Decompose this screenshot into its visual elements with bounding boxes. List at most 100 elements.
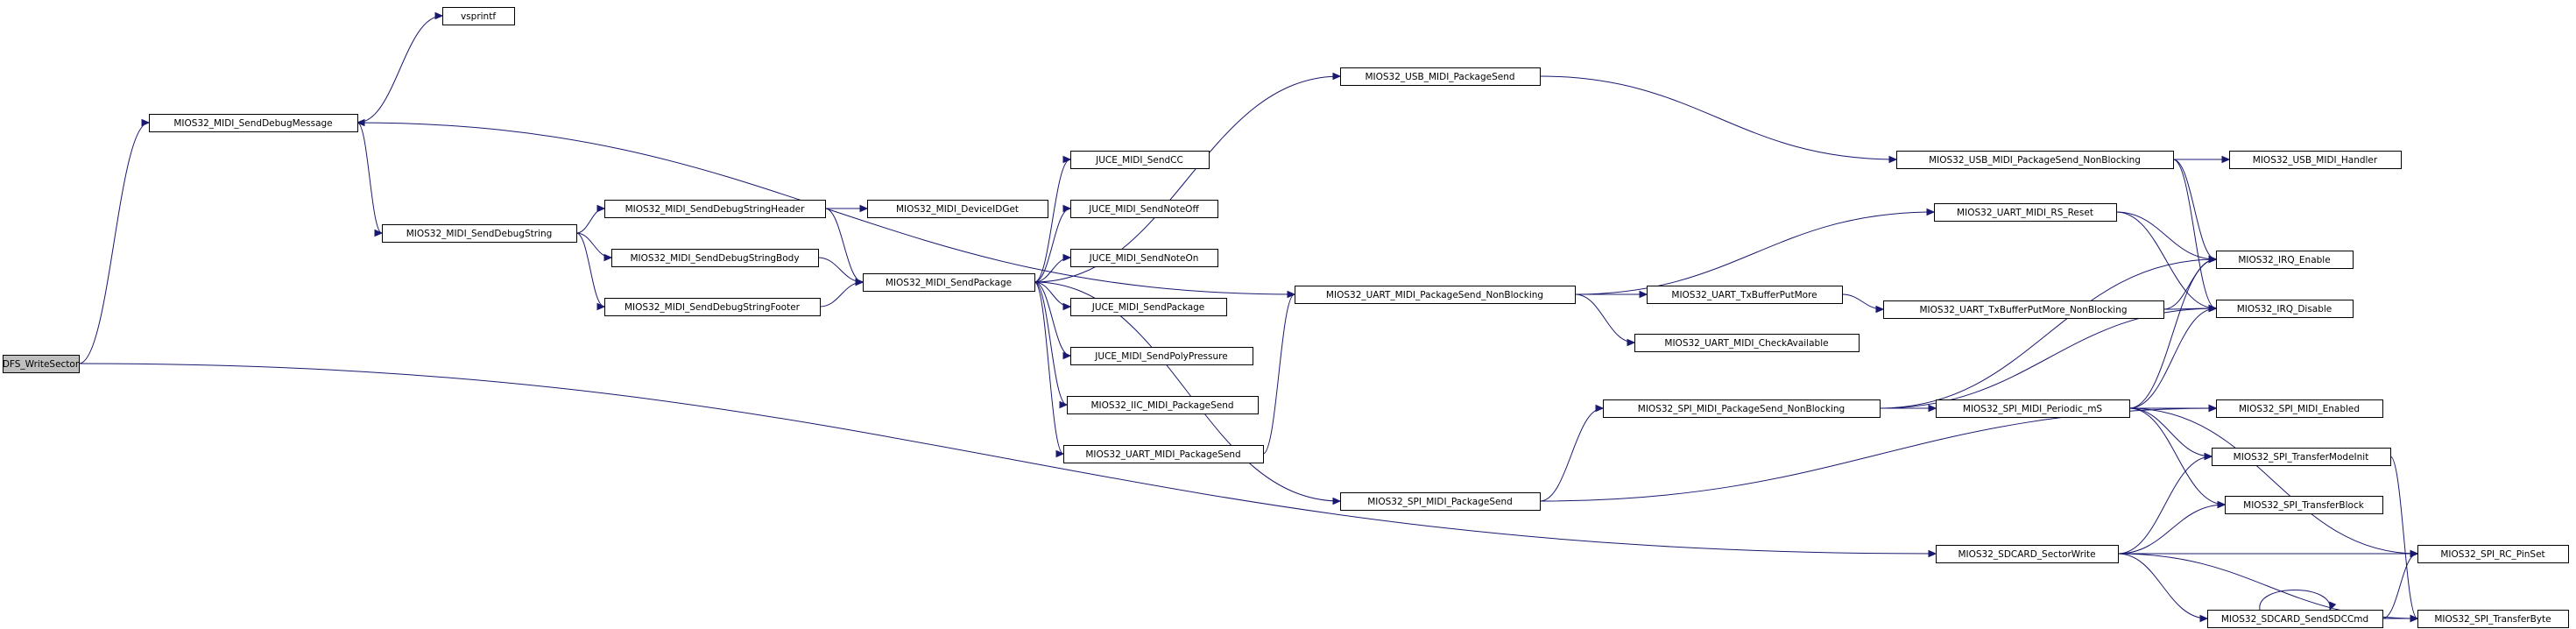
graph-node[interactable]: JUCE_MIDI_SendNoteOn bbox=[1070, 249, 1218, 267]
node-box[interactable] bbox=[1340, 492, 1541, 511]
node-label: MIOS32_SDCARD_SectorWrite bbox=[1958, 549, 2095, 560]
node-box[interactable] bbox=[1295, 286, 1576, 304]
node-box[interactable] bbox=[604, 200, 826, 218]
edge-arrowhead-n18-n2 bbox=[356, 118, 365, 127]
node-box[interactable] bbox=[1936, 399, 2130, 418]
node-label: MIOS32_UART_MIDI_PackageSend bbox=[1085, 449, 1240, 460]
graph-node[interactable]: MIOS32_UART_TxBufferPutMore_NonBlocking bbox=[1883, 300, 2164, 319]
graph-node[interactable]: MIOS32_IIC_MIDI_PackageSend bbox=[1067, 396, 1259, 414]
node-box[interactable] bbox=[1070, 347, 1253, 365]
graph-node[interactable]: MIOS32_IRQ_Enable bbox=[2216, 251, 2354, 269]
node-box[interactable] bbox=[2417, 545, 2569, 563]
graph-node[interactable]: JUCE_MIDI_SendPackage bbox=[1070, 298, 1227, 316]
node-box[interactable] bbox=[1603, 399, 1881, 418]
edge-n18-n22 bbox=[1574, 211, 1935, 295]
graph-node[interactable]: MIOS32_USB_MIDI_PackageSend_NonBlocking bbox=[1896, 151, 2174, 169]
graph-node[interactable]: MIOS32_SPI_MIDI_PackageSend_NonBlocking bbox=[1603, 399, 1881, 418]
node-box[interactable] bbox=[1070, 249, 1218, 267]
graph-node[interactable]: MIOS32_SPI_MIDI_PackageSend bbox=[1340, 492, 1541, 511]
graph-node[interactable]: MIOS32_UART_MIDI_PackageSend bbox=[1063, 445, 1264, 463]
edge-arrowhead-n9-n15 bbox=[1059, 400, 1069, 409]
graph-node[interactable]: MIOS32_MIDI_SendDebugString bbox=[382, 224, 577, 243]
node-box[interactable] bbox=[863, 273, 1035, 292]
node-label: MIOS32_MIDI_SendDebugStringBody bbox=[630, 253, 799, 264]
node-box[interactable] bbox=[2216, 399, 2383, 418]
edge-n26-n32 bbox=[2117, 456, 2213, 555]
node-box[interactable] bbox=[604, 298, 821, 316]
node-box[interactable] bbox=[1070, 151, 1210, 169]
graph-node[interactable]: MIOS32_SPI_MIDI_Periodic_mS bbox=[1936, 399, 2130, 418]
graph-node[interactable]: MIOS32_MIDI_SendDebugMessage bbox=[149, 114, 358, 132]
edge-n25-n30 bbox=[2128, 307, 2217, 409]
graph-node[interactable]: MIOS32_SPI_TransferBlock bbox=[2225, 496, 2383, 514]
node-box[interactable] bbox=[1067, 396, 1259, 414]
node-box[interactable] bbox=[1070, 200, 1218, 218]
graph-node[interactable]: MIOS32_SPI_RC_PinSet bbox=[2417, 545, 2569, 563]
edge-arrowhead-n21-n27 bbox=[2221, 155, 2231, 164]
node-box[interactable] bbox=[149, 114, 358, 132]
graph-node[interactable]: MIOS32_IRQ_Disable bbox=[2216, 300, 2354, 318]
node-label: MIOS32_UART_TxBufferPutMore bbox=[1671, 290, 1817, 300]
node-box[interactable] bbox=[611, 249, 819, 267]
graph-node[interactable]: MIOS32_MIDI_DeviceIDGet bbox=[867, 200, 1048, 218]
graph-node[interactable]: MIOS32_SDCARD_SendSDCCmd bbox=[2207, 610, 2383, 628]
graph-node[interactable]: MIOS32_UART_MIDI_CheckAvailable bbox=[1634, 334, 1860, 352]
edge-n1-n26 bbox=[78, 363, 1937, 555]
edge-n25-n28 bbox=[2128, 258, 2217, 409]
graph-node[interactable]: MIOS32_UART_TxBufferPutMore bbox=[1647, 286, 1843, 304]
graph-node[interactable]: MIOS32_MIDI_SendDebugStringBody bbox=[611, 249, 819, 267]
graph-node[interactable]: DFS_WriteSector bbox=[3, 355, 80, 373]
node-box[interactable] bbox=[1936, 545, 2119, 563]
node-label: MIOS32_MIDI_SendDebugStringHeader bbox=[625, 204, 806, 215]
graph-node[interactable]: MIOS32_SPI_TransferModeInit bbox=[2212, 448, 2391, 466]
graph-node[interactable]: MIOS32_SDCARD_SectorWrite bbox=[1936, 545, 2119, 563]
graph-node[interactable]: MIOS32_UART_MIDI_RS_Reset bbox=[1934, 203, 2117, 222]
graph-node[interactable]: MIOS32_MIDI_SendDebugStringFooter bbox=[604, 298, 821, 316]
node-box[interactable] bbox=[1896, 151, 2174, 169]
node-box[interactable] bbox=[2225, 496, 2383, 514]
edge-arrowhead-n9-n19 bbox=[1332, 497, 1342, 505]
edge-n2-n3 bbox=[356, 15, 443, 124]
graph-node[interactable]: JUCE_MIDI_SendCC bbox=[1070, 151, 1210, 169]
edge-n20-n30 bbox=[1879, 307, 2217, 409]
node-box[interactable] bbox=[2212, 448, 2391, 466]
node-label: MIOS32_SPI_TransferByte bbox=[2434, 614, 2551, 625]
node-box[interactable] bbox=[2216, 300, 2354, 318]
graph-node[interactable]: MIOS32_SPI_MIDI_Enabled bbox=[2216, 399, 2383, 418]
edge-arrowhead-n26-n35 bbox=[2199, 614, 2209, 623]
graph-node[interactable]: vsprintf bbox=[442, 7, 515, 25]
graph-node[interactable]: MIOS32_USB_MIDI_Handler bbox=[2229, 151, 2402, 169]
graph-node[interactable]: MIOS32_MIDI_SendDebugStringHeader bbox=[604, 200, 826, 218]
node-box[interactable] bbox=[442, 7, 515, 25]
node-label: MIOS32_IRQ_Enable bbox=[2238, 255, 2330, 265]
node-box[interactable] bbox=[867, 200, 1048, 218]
node-box[interactable] bbox=[1340, 67, 1541, 86]
node-box[interactable] bbox=[1934, 203, 2117, 222]
node-box[interactable] bbox=[2207, 610, 2383, 628]
node-box[interactable] bbox=[382, 224, 577, 243]
node-box[interactable] bbox=[2216, 251, 2354, 269]
node-label: MIOS32_SPI_TransferBlock bbox=[2243, 500, 2365, 511]
edge-n18-n24 bbox=[1574, 293, 1635, 343]
node-box[interactable] bbox=[1063, 445, 1264, 463]
edge-arrowhead-n26-n32 bbox=[2204, 452, 2213, 461]
node-box[interactable] bbox=[1634, 334, 1860, 352]
graph-node[interactable]: JUCE_MIDI_SendNoteOff bbox=[1070, 200, 1218, 218]
node-label: MIOS32_IRQ_Disable bbox=[2237, 304, 2333, 314]
edge-arrowhead-n17-n21 bbox=[1888, 155, 1898, 164]
node-box[interactable] bbox=[2417, 610, 2569, 628]
edge-n4-n7 bbox=[575, 232, 605, 307]
edge-n17-n21 bbox=[1539, 75, 1897, 160]
node-box[interactable] bbox=[1070, 298, 1227, 316]
graph-node[interactable]: JUCE_MIDI_SendPolyPressure bbox=[1070, 347, 1253, 365]
graph-node[interactable]: MIOS32_MIDI_SendPackage bbox=[863, 273, 1035, 292]
node-box[interactable] bbox=[1883, 300, 2164, 319]
edge-n4-n5 bbox=[575, 208, 605, 234]
node-box[interactable] bbox=[1647, 286, 1843, 304]
graph-node[interactable]: MIOS32_USB_MIDI_PackageSend bbox=[1340, 67, 1541, 86]
graph-node[interactable]: MIOS32_SPI_TransferByte bbox=[2417, 610, 2569, 628]
graph-node[interactable]: MIOS32_UART_MIDI_PackageSend_NonBlocking bbox=[1295, 286, 1576, 304]
node-label: JUCE_MIDI_SendPackage bbox=[1091, 302, 1205, 313]
node-box[interactable] bbox=[2229, 151, 2402, 169]
root-node-box[interactable] bbox=[3, 355, 80, 373]
